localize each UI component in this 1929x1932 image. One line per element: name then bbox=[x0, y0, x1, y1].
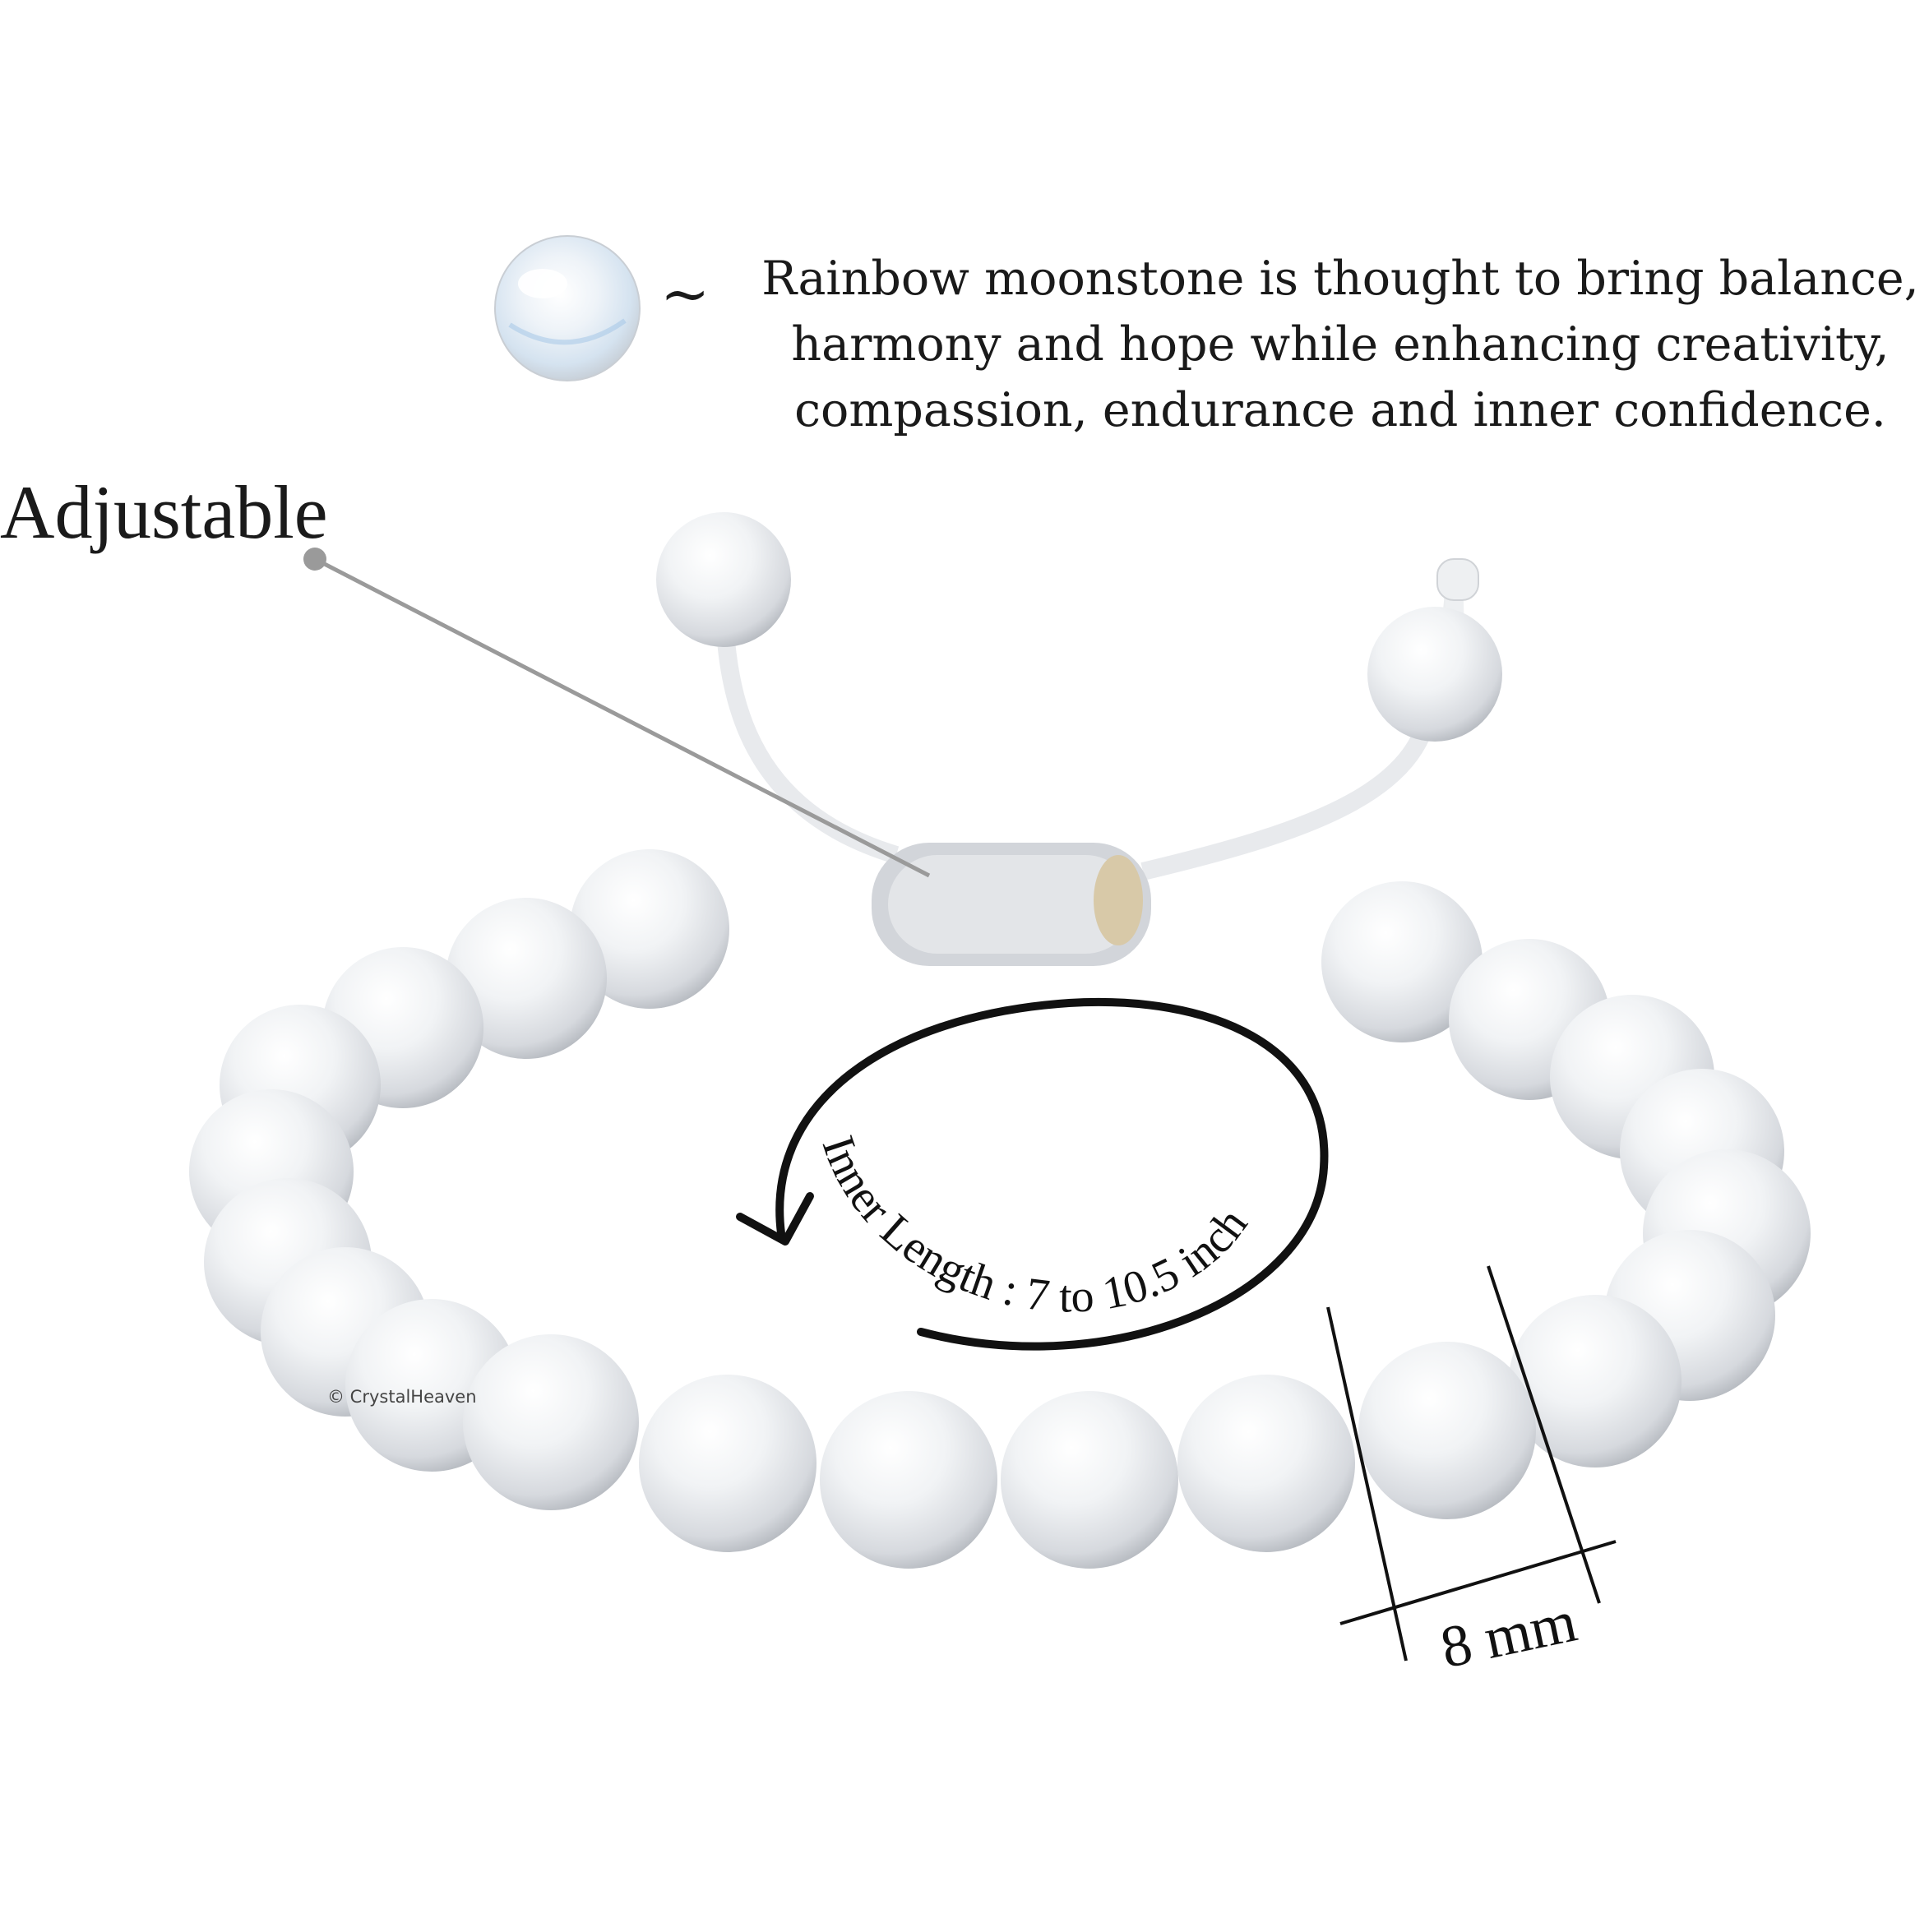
adjustable-label: Adjustable bbox=[0, 470, 328, 554]
cord-end-bead-right bbox=[1367, 607, 1502, 742]
bead bbox=[1001, 1391, 1178, 1569]
bead bbox=[1358, 1342, 1536, 1519]
bead bbox=[446, 898, 607, 1059]
bead bbox=[1321, 881, 1483, 1042]
tilde-separator: ~ bbox=[660, 259, 710, 328]
adjustable-leader-line bbox=[303, 548, 931, 878]
watermark: © CrystalHeaven bbox=[327, 1387, 477, 1407]
cord-tip bbox=[1436, 558, 1479, 601]
description-line-1: Rainbow moonstone is thought to bring ba… bbox=[761, 252, 1919, 306]
bead bbox=[639, 1375, 816, 1552]
bead bbox=[463, 1334, 639, 1510]
bracelet-beads bbox=[189, 849, 1811, 1569]
bead bbox=[1509, 1295, 1682, 1467]
bead bbox=[820, 1391, 997, 1569]
description-line-3: compassion, endurance and inner confiden… bbox=[794, 383, 1886, 437]
sliding-knot bbox=[872, 843, 1151, 966]
bead-size-dimension bbox=[1326, 1265, 1617, 1662]
cord-end-bead-left bbox=[656, 512, 791, 647]
bead bbox=[1177, 1375, 1355, 1552]
bead bbox=[570, 849, 729, 1009]
inner-length-arrow bbox=[736, 998, 1329, 1351]
moonstone-sample-icon bbox=[494, 235, 641, 381]
description-line-2: harmony and hope while enhancing creativ… bbox=[791, 317, 1890, 372]
inner-length-label: Inner Length : 7 to 10.5 inch bbox=[812, 1130, 1258, 1322]
